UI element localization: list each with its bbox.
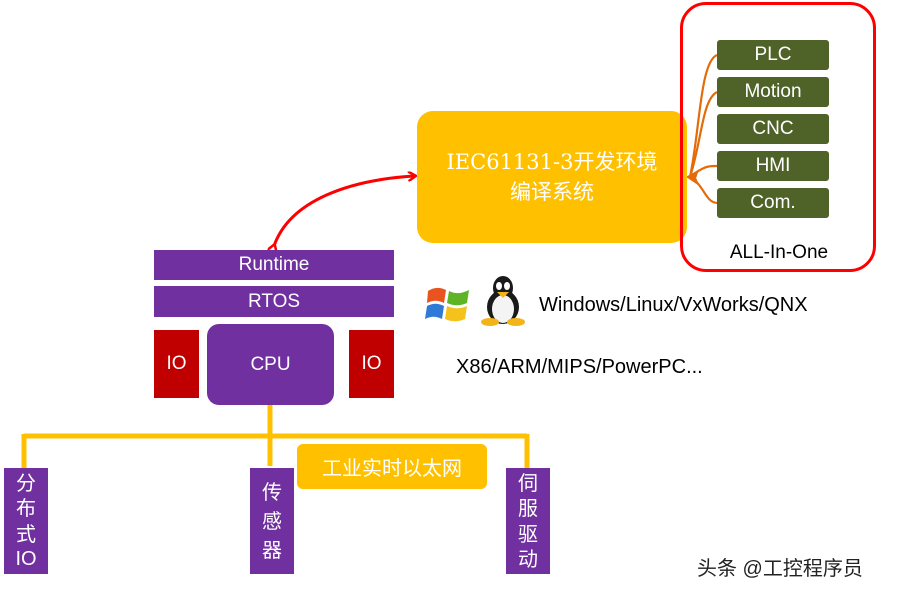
network-bus bbox=[21, 405, 530, 468]
node-char: 式 bbox=[16, 521, 36, 546]
node-servo-drive: 伺 服 驱 动 bbox=[506, 468, 550, 574]
os-support-text: Windows/Linux/VxWorks/QNX bbox=[539, 294, 808, 316]
ide-line-1: IEC61131-3开发环境 bbox=[446, 149, 658, 174]
module-connectors bbox=[685, 53, 718, 205]
module-hmi: HMI bbox=[717, 151, 829, 181]
module-com: Com. bbox=[717, 188, 829, 218]
module-plc: PLC bbox=[717, 40, 829, 70]
module-motion: Motion bbox=[717, 77, 829, 107]
node-distributed-io: 分 布 式 IO bbox=[4, 468, 48, 574]
node-char: 布 bbox=[16, 496, 36, 521]
ide-compiler-box: IEC61131-3开发环境 编译系统 bbox=[417, 111, 687, 243]
io-right-block: IO bbox=[349, 330, 394, 398]
node-char: 驱 bbox=[518, 521, 538, 546]
runtime-ide-arrow bbox=[274, 176, 414, 246]
node-sensor: 传 感 器 bbox=[250, 468, 294, 574]
io-left-block: IO bbox=[154, 330, 199, 398]
ide-line-2: 编译系统 bbox=[510, 180, 594, 204]
node-char: 分 bbox=[16, 470, 36, 495]
all-in-one-caption: ALL-In-One bbox=[729, 242, 829, 263]
node-char: 伺 bbox=[518, 470, 538, 495]
all-in-one-frame bbox=[680, 2, 876, 272]
rtos-bar: RTOS bbox=[154, 286, 394, 317]
node-char: IO bbox=[15, 548, 37, 571]
runtime-bar: Runtime bbox=[154, 250, 394, 280]
node-char: 感 bbox=[262, 508, 282, 533]
ethernet-label: 工业实时以太网 bbox=[297, 444, 487, 489]
cpu-block: CPU bbox=[207, 324, 334, 405]
node-char: 动 bbox=[518, 547, 538, 572]
node-char: 服 bbox=[518, 496, 538, 521]
arch-support-text: X86/ARM/MIPS/PowerPC... bbox=[456, 356, 703, 378]
linux-tux-icon bbox=[479, 275, 527, 327]
watermark: 头条 @工控程序员 bbox=[697, 558, 863, 580]
windows-logo-icon bbox=[425, 285, 471, 325]
module-cnc: CNC bbox=[717, 114, 829, 144]
node-char: 传 bbox=[262, 480, 282, 505]
node-char: 器 bbox=[262, 537, 282, 562]
